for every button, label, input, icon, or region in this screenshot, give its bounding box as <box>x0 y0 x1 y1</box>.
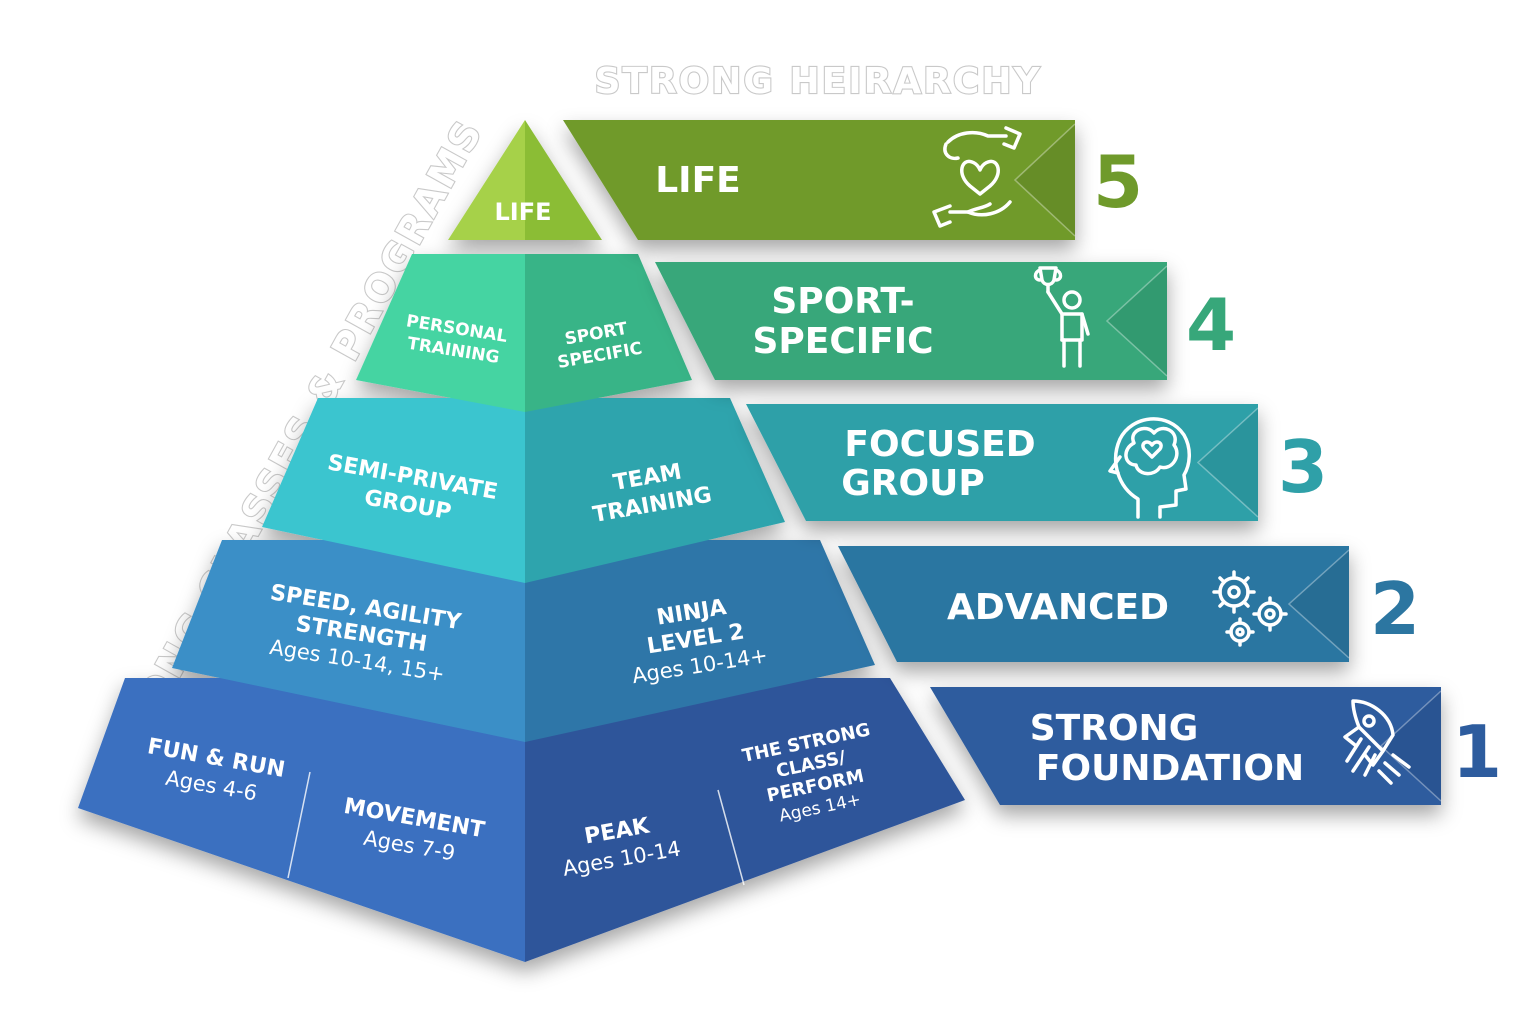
trophy-winner-icon <box>1033 266 1090 368</box>
tier5-right-face <box>525 120 602 240</box>
tier2-right-face <box>525 540 875 742</box>
tier3-right-face <box>525 398 785 583</box>
level-1-label-line1: STRONG <box>1030 708 1199 749</box>
tier3-left-face <box>262 398 525 583</box>
banner-5 <box>563 120 1075 240</box>
tier1-right-face <box>525 678 965 962</box>
level-5-number: 5 <box>1093 140 1143 224</box>
banner-chevrons <box>1013 123 1442 802</box>
caring-hands-heart-icon <box>932 126 1022 228</box>
pyramid <box>78 120 965 962</box>
banner-4-chevron <box>1105 265 1168 377</box>
gears-icon <box>1212 570 1288 647</box>
level-banners <box>563 120 1441 805</box>
banner-1 <box>930 687 1441 805</box>
hierarchy-title: STRONG HEIRARCHY <box>594 61 1041 102</box>
banner-4 <box>655 262 1167 380</box>
level-3-label-line2: GROUP <box>841 463 985 504</box>
tier4-left-face <box>356 254 525 412</box>
banner-1-chevron <box>1379 690 1442 802</box>
banner-5-chevron <box>1013 123 1076 237</box>
tier5-left-face <box>448 120 525 240</box>
level-3-label-line1: FOCUSED <box>844 424 1035 465</box>
level-1-number: 1 <box>1452 710 1502 794</box>
rocket-icon <box>1343 699 1411 785</box>
level-5-label: LIFE <box>655 160 741 201</box>
tier2-left-face <box>172 540 525 742</box>
tier1-left-face <box>78 678 525 962</box>
banner-2 <box>838 546 1349 662</box>
tier1-divider-right <box>717 789 745 886</box>
banner-2-chevron <box>1287 549 1350 659</box>
level-4-label-line2: SPECIFIC <box>752 321 933 362</box>
tier5-label: LIFE <box>494 198 551 226</box>
tier4-right-face <box>525 254 692 412</box>
banner-3-chevron <box>1196 407 1259 518</box>
tier1-divider-left <box>287 771 311 879</box>
level-2-label: ADVANCED <box>947 587 1169 628</box>
brain-head-icon <box>1108 417 1191 519</box>
level-4-number: 4 <box>1186 283 1236 367</box>
level-1-label-line2: FOUNDATION <box>1036 748 1304 789</box>
level-2-number: 2 <box>1370 567 1420 651</box>
level-3-number: 3 <box>1278 425 1328 509</box>
level-4-label-line1: SPORT- <box>771 281 914 322</box>
